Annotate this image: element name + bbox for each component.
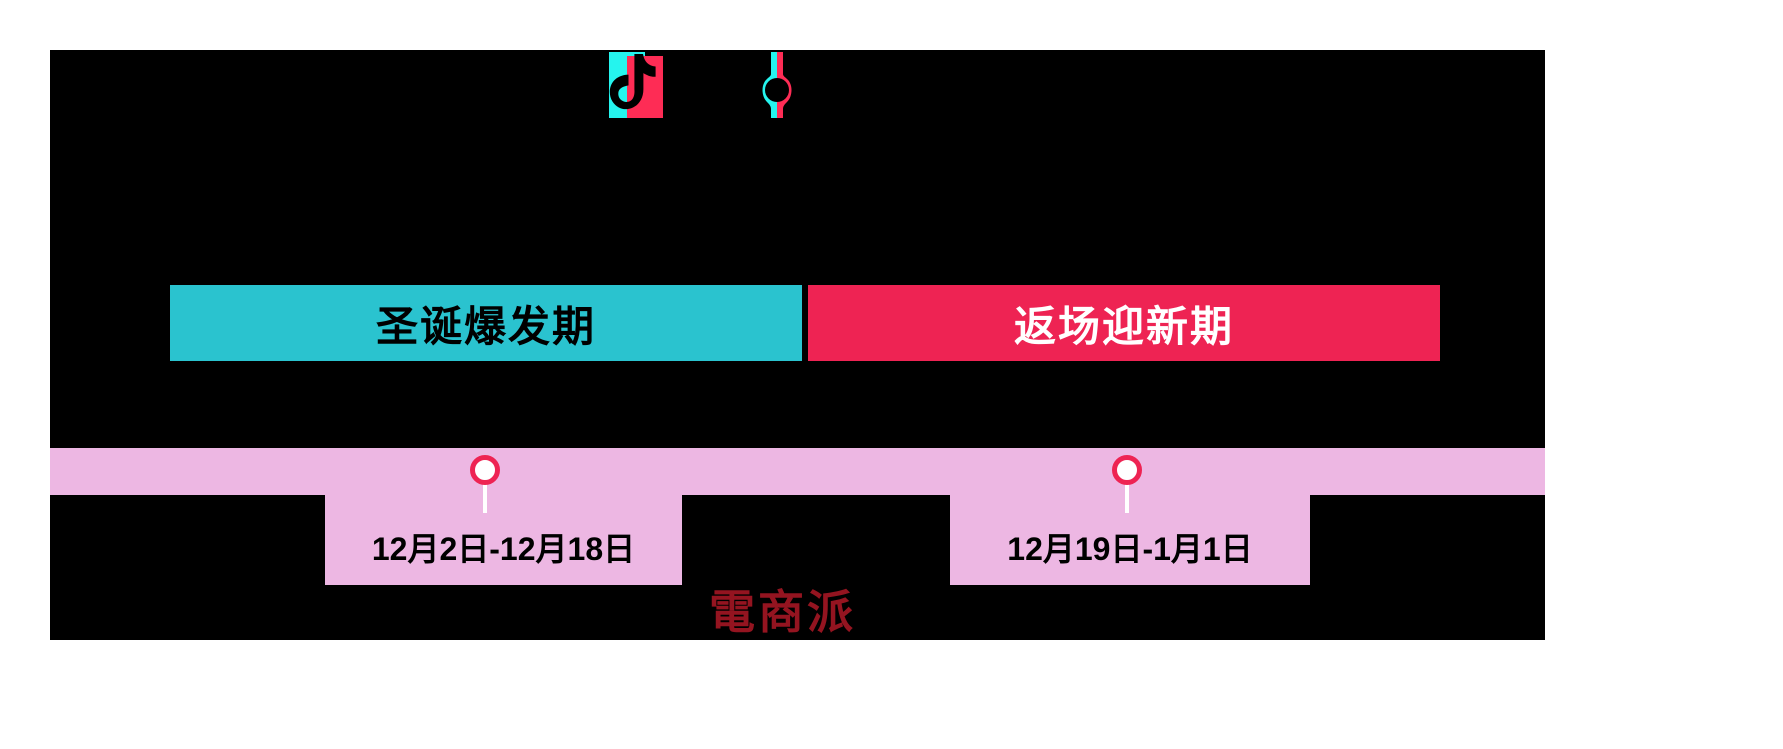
timeline-band [50,448,1545,495]
timeline-block-phase-2 [950,495,1310,585]
canvas-fill-bottom [50,585,1545,640]
timeline-block-phase-1 [325,495,682,585]
marker-stem [483,469,487,513]
phase-banner-newyear[interactable]: 返场迎新期 [808,285,1440,361]
canvas-fill-middle [682,495,950,585]
marker-stem [1125,469,1129,513]
phase-2-date-range: 12月19日-1月1日 [1007,531,1253,567]
phase-banner-christmas[interactable]: 圣诞爆发期 [170,285,802,361]
phase-1-date-range: 12月2日-12月18日 [371,531,636,567]
marker-ring-icon [470,455,500,485]
watermark: 電商派 [709,585,856,639]
canvas-fill-right [1310,495,1545,585]
tiktok-logo [605,52,667,118]
vase-icon [752,52,802,118]
main-canvas-background [50,50,1545,448]
canvas-fill-left [50,495,325,585]
marker-ring-icon [1112,455,1142,485]
